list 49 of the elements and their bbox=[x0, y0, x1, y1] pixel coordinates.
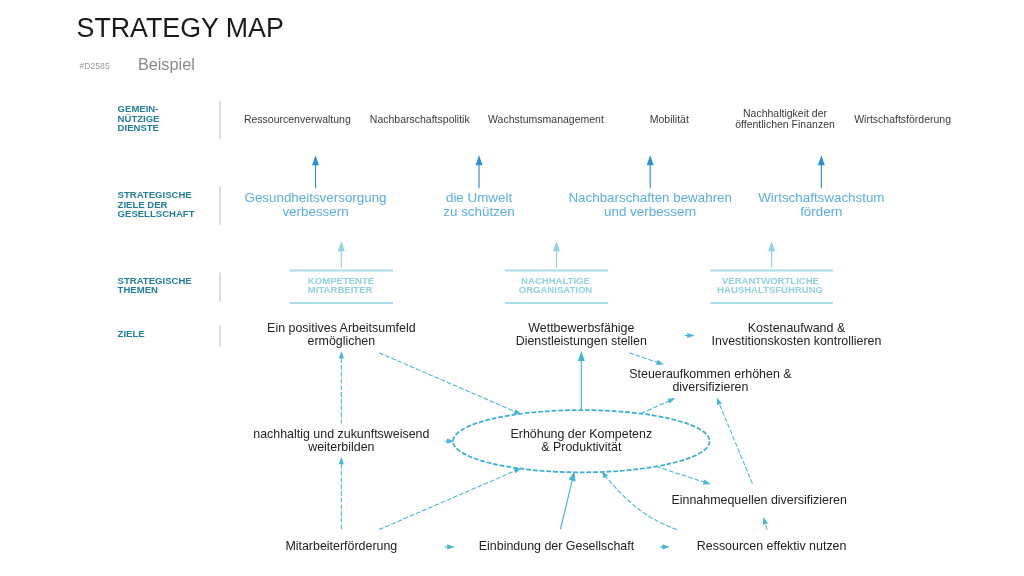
node-text: Ressourcenverwaltung bbox=[243, 112, 351, 125]
node-text: Nachbarschaftspolitik bbox=[369, 112, 470, 125]
node-text: Nachbarschaften bewahren und verbessern bbox=[567, 190, 732, 220]
label: STRATEGISCHE ZIELE DER GESELLSCHAFT bbox=[117, 189, 195, 220]
arrow bbox=[683, 332, 695, 339]
node-text: Einbindung der Gesellschaft bbox=[478, 539, 634, 554]
arrow bbox=[628, 352, 664, 365]
arrow bbox=[639, 398, 675, 415]
diagram-title: STRATEGY MAP bbox=[76, 13, 284, 44]
arrow bbox=[311, 155, 319, 189]
label: #D2585 bbox=[79, 60, 110, 71]
node-text: Steueraufkommen erhöhen & diversifizieren bbox=[628, 366, 792, 395]
arrow bbox=[600, 471, 677, 531]
node-text: Einnahmequellen diversifizieren bbox=[671, 493, 847, 508]
label: Beispiel bbox=[137, 55, 195, 74]
node-text: KOMPETENTE MITARBEITER bbox=[307, 274, 374, 296]
arrow bbox=[716, 397, 753, 485]
arrow bbox=[762, 516, 768, 531]
arrow bbox=[655, 466, 711, 485]
label: GEMEIN- NÜTZIGE DIENSTE bbox=[117, 103, 159, 134]
arrow bbox=[559, 470, 576, 530]
node-text: nachhaltig und zukunftsweisend weiterbilden bbox=[252, 426, 429, 455]
node-text: die Umwelt zu schützen bbox=[442, 190, 515, 220]
node-text: Wachstumsmanagement bbox=[487, 112, 604, 125]
node-text: Nachhaltigkeit der öffentlichen Finanzen bbox=[734, 106, 835, 131]
node-text: Kostenaufwand & Investitionskosten kontrollieren bbox=[711, 321, 881, 349]
arrow bbox=[443, 544, 455, 550]
node-text: Gesundheitsversorgung verbessern bbox=[244, 190, 387, 220]
node-text: Wirtschaftsförderung bbox=[853, 112, 951, 125]
arrow bbox=[338, 456, 344, 530]
node-text: Wirtschaftswachstum fördern bbox=[757, 190, 885, 220]
arrow bbox=[577, 351, 585, 411]
node-text: VERANTWORTLICHE HAUSHALTSFÜHRUNG bbox=[716, 274, 823, 296]
node-text: Mitarbeiterförderung bbox=[284, 539, 397, 554]
node-text: Ein positives Arbeitsumfeld ermöglichen bbox=[266, 321, 416, 349]
arrow bbox=[658, 544, 670, 550]
node-text: NACHHALTIGE ORGANISATION bbox=[518, 274, 592, 296]
arrow bbox=[378, 468, 521, 531]
arrow bbox=[646, 155, 654, 189]
node-text: Wettbewerbsfähige Dienstleistungen stellen bbox=[515, 321, 647, 349]
node-text: Ressourcen effektiv nutzen bbox=[696, 539, 846, 554]
arrow bbox=[338, 351, 344, 425]
node-text: Mobilität bbox=[649, 112, 689, 125]
arrow bbox=[475, 155, 483, 189]
label: ZIELE bbox=[117, 328, 145, 340]
label: STRATEGISCHE THEMEN bbox=[117, 274, 192, 296]
arrow bbox=[378, 352, 522, 415]
arrow bbox=[443, 438, 454, 444]
arrow bbox=[817, 155, 825, 189]
